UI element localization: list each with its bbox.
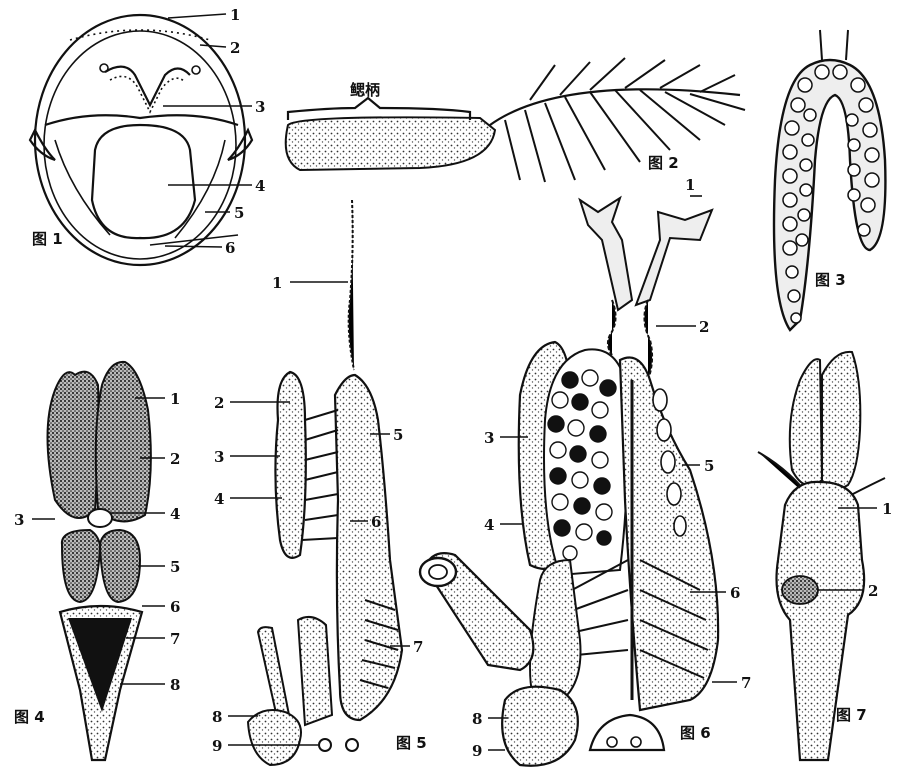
fig7-label-1: 1	[882, 500, 892, 518]
fig5-caption: 图 5	[396, 734, 427, 752]
fig4-label-1: 1	[170, 390, 180, 408]
fig4-label-3: 3	[14, 511, 24, 529]
fig5-label-8: 8	[212, 708, 222, 726]
fig1-label-2: 2	[230, 39, 240, 57]
figure-7: 1 2 图 7	[758, 352, 892, 760]
fig2-gill-stalk-label: 鳃柄	[350, 81, 380, 99]
figure-6: 1 2 3 4 5 6 7 8 9 图 6	[420, 176, 751, 766]
fig5-label-1: 1	[272, 274, 282, 292]
fig5-label-5: 5	[393, 426, 403, 444]
fig5-label-9: 9	[212, 737, 222, 755]
fig4-label-4: 4	[170, 505, 180, 523]
figure-5: 1 2 3 4 5 6 7 8 9 图 5	[212, 200, 427, 765]
fig1-label-5: 5	[234, 204, 244, 222]
fig6-label-7: 7	[741, 674, 751, 692]
fig5-label-7: 7	[413, 638, 423, 656]
fig6-label-4: 4	[484, 516, 494, 534]
figure-1: 1 2 3 4 5 6 图 1	[30, 6, 265, 265]
fig5-label-2: 2	[214, 394, 224, 412]
fig4-label-8: 8	[170, 676, 180, 694]
fig4-label-7: 7	[170, 630, 180, 648]
fig7-caption: 图 7	[836, 706, 867, 724]
fig6-label-8: 8	[472, 710, 482, 728]
fig6-label-6: 6	[730, 584, 740, 602]
fig5-label-3: 3	[214, 448, 224, 466]
fig1-label-4: 4	[255, 177, 265, 195]
fig1-label-1: 1	[230, 6, 240, 24]
fig2-caption: 图 2	[648, 154, 679, 172]
fig6-label-5: 5	[704, 457, 714, 475]
fig1-label-6: 6	[225, 239, 235, 257]
figure-3: 图 3	[774, 30, 885, 330]
fig7-label-2: 2	[868, 582, 878, 600]
fig4-label-2: 2	[170, 450, 180, 468]
fig6-label-3: 3	[484, 429, 494, 447]
fig4-label-6: 6	[170, 598, 180, 616]
fig3-caption: 图 3	[815, 271, 846, 289]
fig5-label-6: 6	[371, 513, 381, 531]
fig6-label-1: 1	[685, 176, 695, 194]
fig1-caption: 图 1	[32, 230, 63, 248]
fig4-caption: 图 4	[14, 708, 45, 726]
fig5-label-4: 4	[214, 490, 224, 508]
figure-4: 1 2 3 4 5 6 7 8 图 4	[14, 362, 180, 760]
fig1-label-3: 3	[255, 98, 265, 116]
figure-2: 鳃柄 图 2	[286, 58, 745, 182]
fig6-label-2: 2	[699, 318, 709, 336]
fig6-label-9: 9	[472, 742, 482, 760]
fig4-label-5: 5	[170, 558, 180, 576]
fig6-caption: 图 6	[680, 724, 711, 742]
